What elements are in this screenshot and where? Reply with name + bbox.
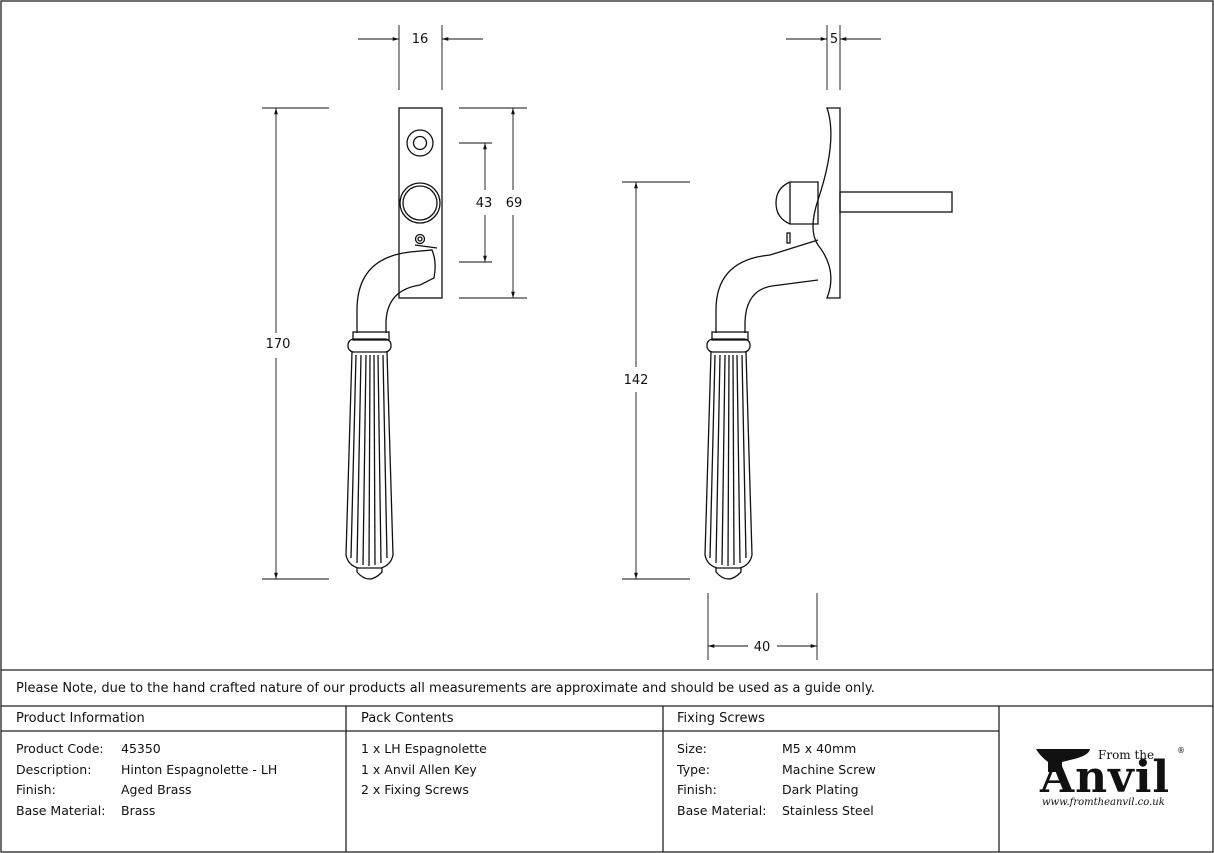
pack-item: 1 x Anvil Allen Key (361, 761, 477, 777)
screw-size-value: M5 x 40mm (782, 741, 857, 756)
dim-front-width: 16 (412, 32, 429, 47)
front-dimension-lines (262, 25, 527, 580)
fixing-screws-header: Fixing Screws (677, 711, 765, 726)
logo-registered-mark: ® (1177, 746, 1185, 755)
screw-size-label: Size: (677, 741, 707, 756)
dim-front-inner: 43 (476, 196, 493, 211)
dim-side-height: 142 (624, 373, 649, 388)
side-view-handle (704, 107, 953, 580)
front-view-handle (345, 107, 443, 580)
logo-from-text: From the (1098, 748, 1155, 762)
screw-type-value: Machine Screw (782, 761, 876, 777)
anvil-logo-icon (1036, 749, 1090, 772)
screw-finish-label: Finish: (677, 782, 717, 797)
dim-side-depth: 5 (830, 32, 838, 47)
dim-side-projection: 40 (754, 640, 771, 655)
screw-type-label: Type: (677, 761, 710, 777)
product-code-label: Product Code: (16, 741, 104, 756)
pack-item: 2 x Fixing Screws (361, 782, 469, 797)
finish-label: Finish: (16, 782, 56, 797)
side-dimension-lines (622, 25, 881, 660)
measurement-note: Please Note, due to the hand crafted nat… (16, 681, 875, 696)
dim-front-plate: 69 (506, 196, 523, 211)
description-value: Hinton Espagnolette - LH (121, 761, 278, 777)
pack-item: 1 x LH Espagnolette (361, 741, 487, 756)
description-label: Description: (16, 761, 92, 777)
dim-front-total: 170 (266, 337, 291, 352)
logo-brand-text: Anvil (1040, 752, 1171, 803)
logo-url-text: www.fromtheanvil.co.uk (1042, 797, 1165, 808)
product-code-value: 45350 (121, 741, 161, 756)
base-material-label: Base Material: (16, 802, 106, 818)
finish-value: Aged Brass (121, 782, 192, 797)
base-material-value: Brass (121, 802, 156, 818)
product-info-header: Product Information (16, 711, 145, 726)
screw-material-label: Base Material: (677, 802, 767, 818)
screw-material-value: Stainless Steel (782, 802, 874, 818)
screw-finish-value: Dark Plating (782, 782, 859, 797)
pack-contents-header: Pack Contents (361, 711, 454, 726)
